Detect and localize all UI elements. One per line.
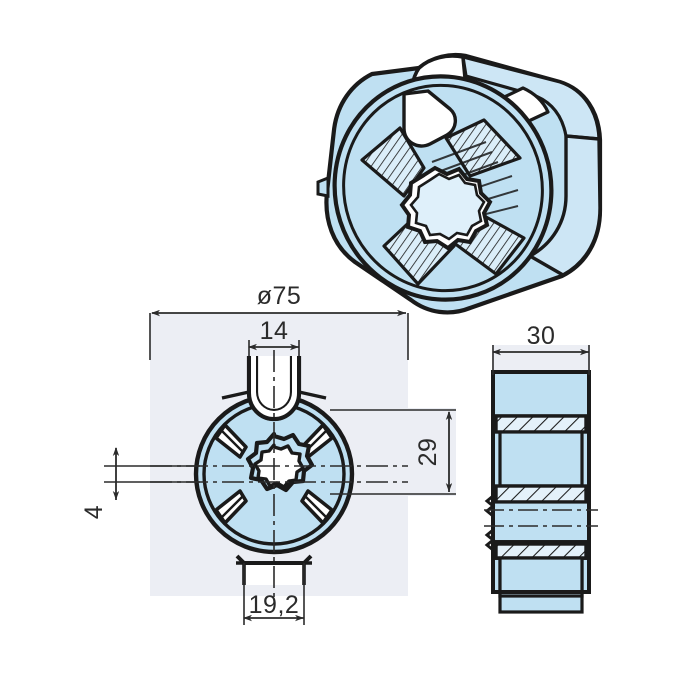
dimension-label-bottom-flat-width: 19,2 bbox=[249, 591, 300, 619]
dimension-radius-offset: 29 bbox=[330, 409, 456, 495]
isometric-view bbox=[316, 52, 603, 315]
dimension-label-wall-thickness: 4 bbox=[80, 505, 108, 519]
dimension-wall-thickness: 4 bbox=[80, 447, 200, 519]
dimension-label-outer-diameter: ø75 bbox=[257, 282, 302, 310]
dimension-depth: 30 bbox=[492, 322, 590, 375]
section-centre-lines bbox=[484, 509, 598, 527]
front-view bbox=[150, 350, 408, 600]
section-break-marks bbox=[484, 494, 496, 552]
dimension-outer-diameter: ø75 bbox=[149, 282, 409, 360]
dimension-label-depth: 30 bbox=[527, 322, 556, 350]
dimension-bottom-flat-width: 19,2 bbox=[243, 563, 305, 625]
iso-spline-hub bbox=[399, 165, 493, 251]
section-view bbox=[484, 370, 598, 614]
dimension-label-radius-offset: 29 bbox=[414, 438, 442, 467]
dimension-top-slot-width: 14 bbox=[248, 317, 300, 356]
dimension-label-top-slot-width: 14 bbox=[260, 317, 289, 345]
